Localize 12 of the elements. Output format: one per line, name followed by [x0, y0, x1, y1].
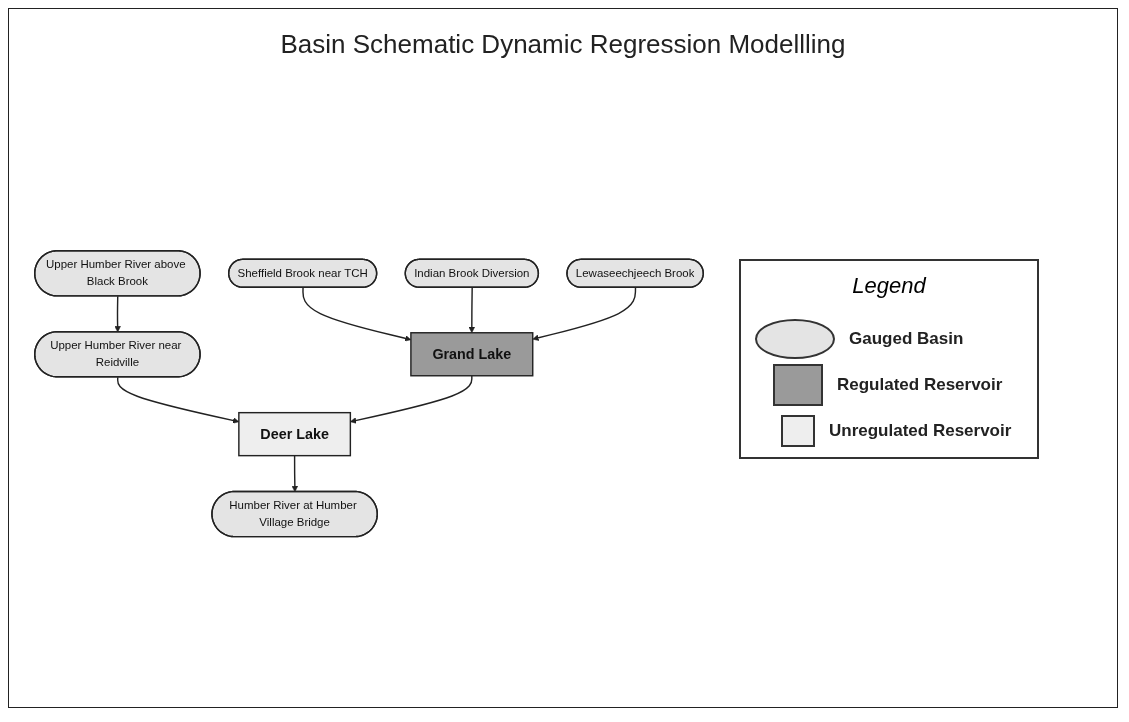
legend-text: Regulated Reservoir — [837, 375, 1003, 395]
arrow — [532, 287, 637, 342]
legend-text: Unregulated Reservoir — [829, 421, 1012, 441]
diagram-title: Basin Schematic Dynamic Regression Modellling — [279, 29, 847, 60]
arrow — [350, 375, 473, 424]
legend-text: Gauged Basin — [849, 329, 964, 349]
node-box: Grand Lake — [410, 332, 534, 377]
arrow — [468, 287, 475, 334]
arrow — [114, 295, 121, 333]
node-box: Deer Lake — [238, 412, 352, 457]
legend-title: Legend — [851, 273, 928, 299]
arrow — [291, 455, 298, 493]
